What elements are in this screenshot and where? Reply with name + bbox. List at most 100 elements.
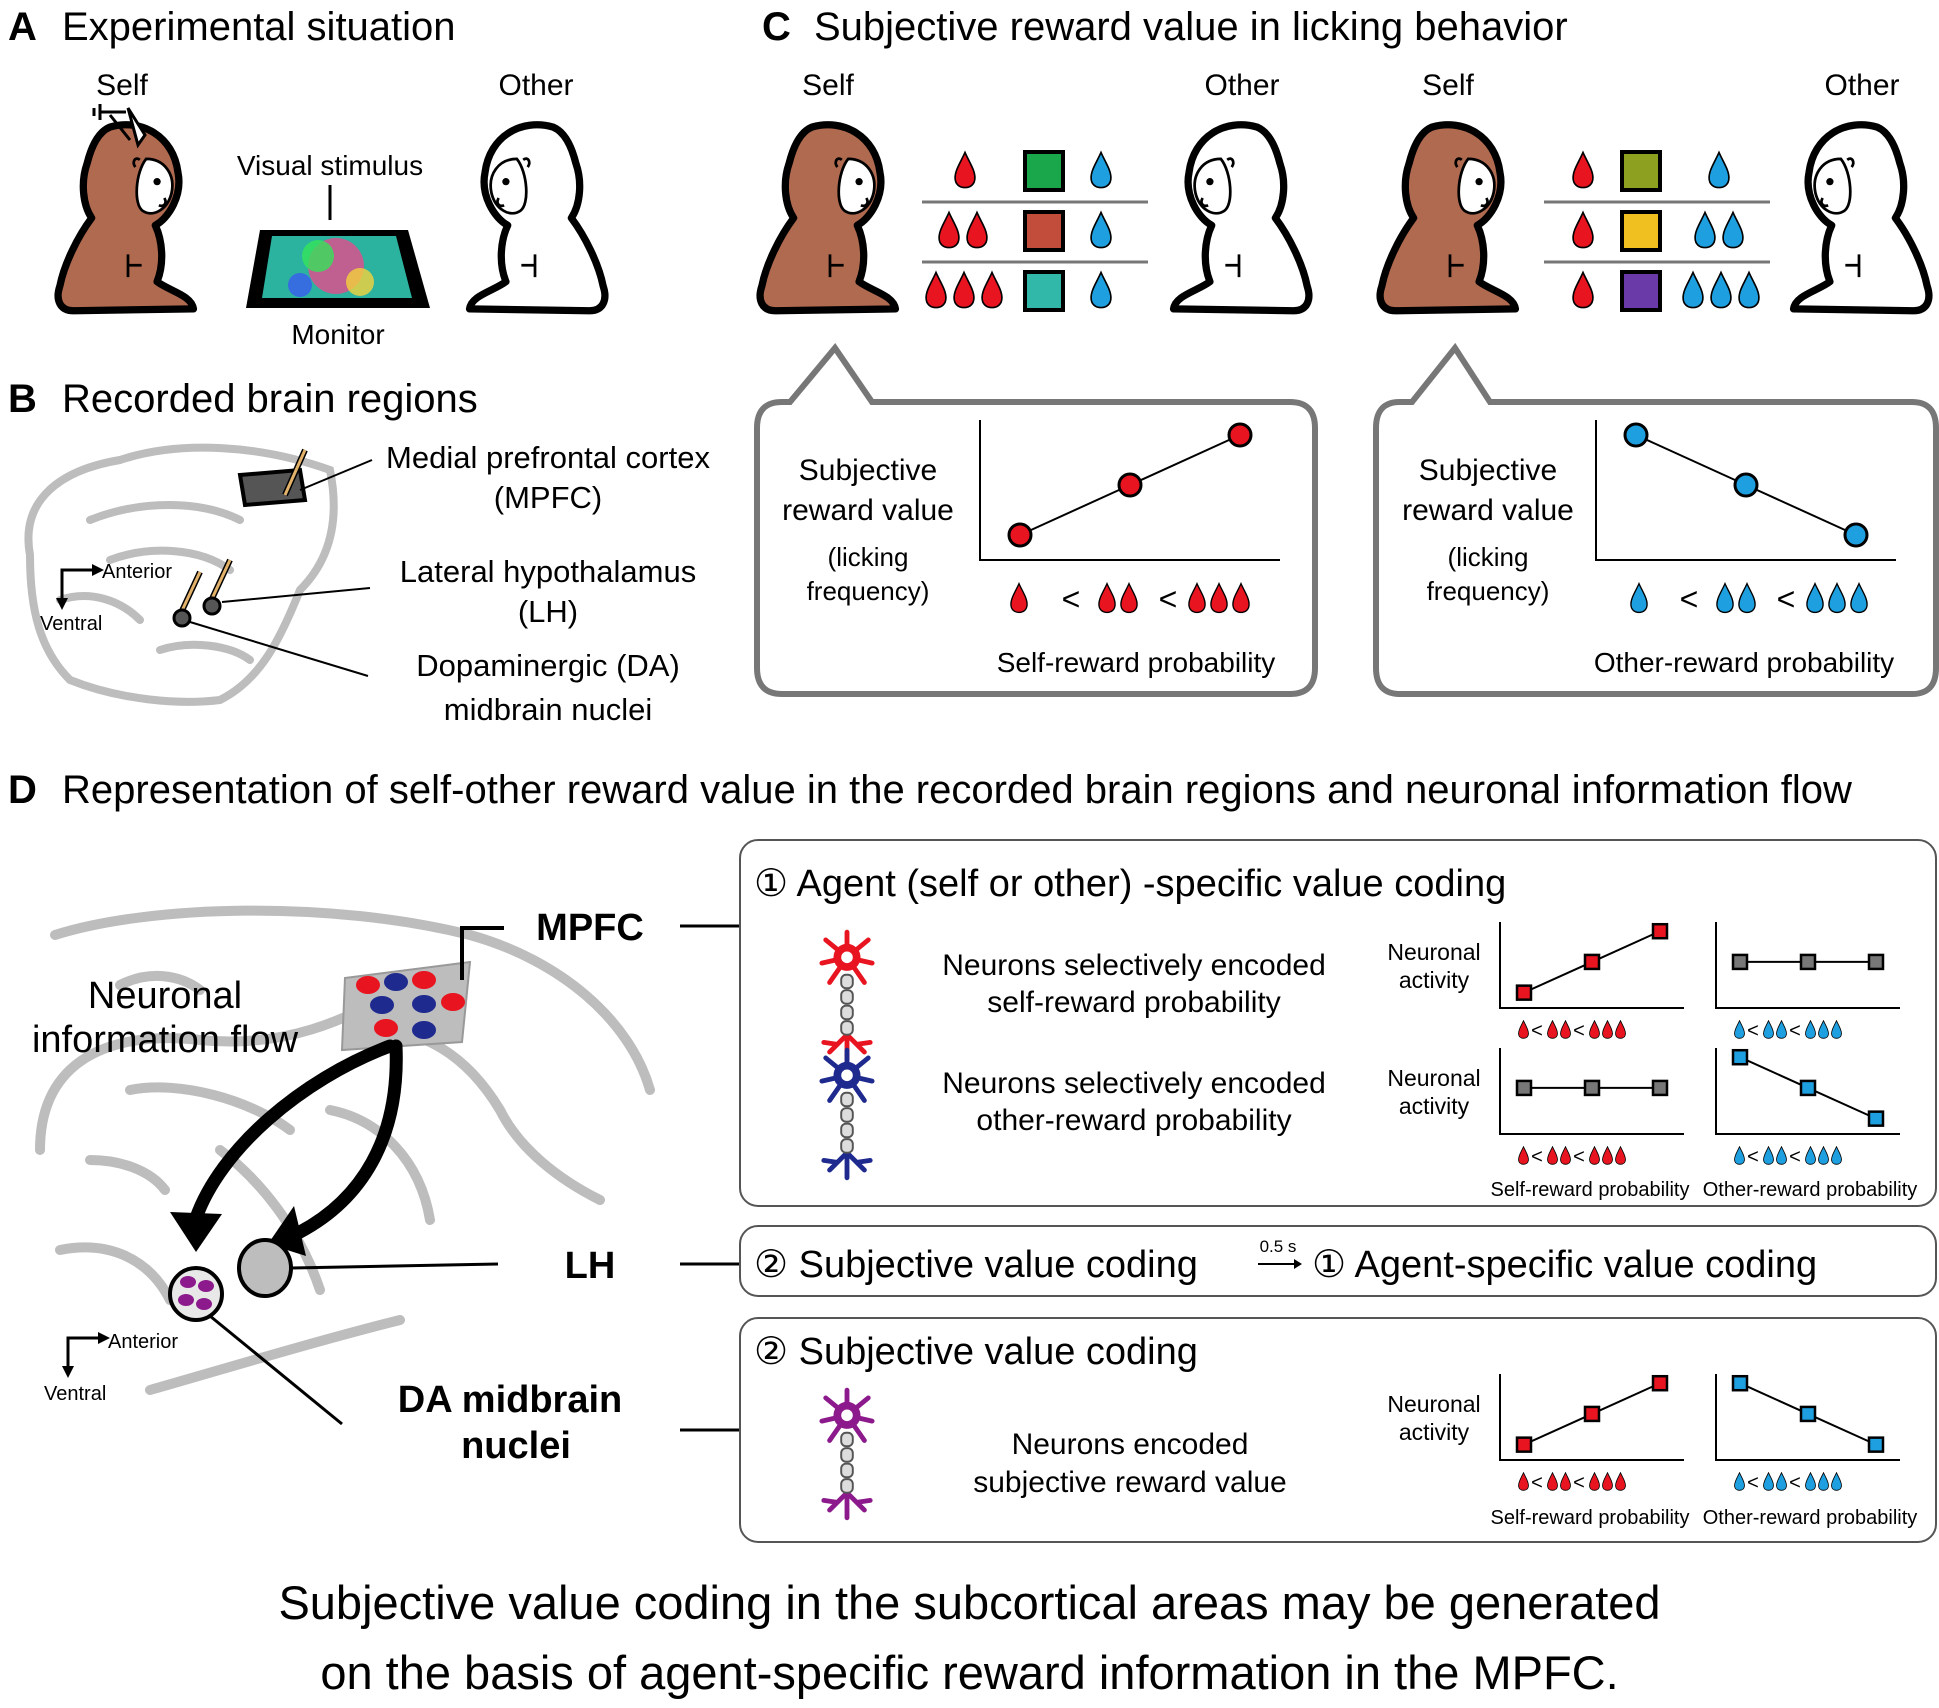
data-point bbox=[1731, 1374, 1749, 1392]
d-xaxis-drops: <<<<<<<< bbox=[1518, 1020, 1842, 1168]
neuronal-activity-3a: Neuronal bbox=[1387, 1391, 1480, 1417]
self-neuron-desc-1: Neurons selectively encoded bbox=[942, 949, 1326, 982]
c-right-xlabel: Other-reward probability bbox=[1594, 647, 1894, 678]
data-point bbox=[1651, 922, 1669, 940]
da-big-label-1: DA midbrain bbox=[398, 1379, 623, 1421]
subjective-coding-box bbox=[739, 1317, 1937, 1543]
electrode-icon bbox=[92, 104, 147, 149]
electrode-lh-icon bbox=[207, 558, 233, 605]
other-neuron-desc-2: other-reward probability bbox=[976, 1104, 1291, 1137]
data-point bbox=[1867, 1110, 1885, 1127]
data-point bbox=[1583, 953, 1601, 971]
axis-arrows-small bbox=[60, 568, 92, 600]
da-site-small bbox=[172, 608, 192, 628]
panel-d-title: Representation of self-other reward valu… bbox=[62, 768, 1852, 812]
da-large-leader bbox=[209, 1314, 343, 1426]
neuronal-activity-2b: activity bbox=[1399, 1093, 1470, 1119]
c-left-other-monkey-icon bbox=[1174, 125, 1309, 311]
c-right-line-chart bbox=[1595, 420, 1896, 561]
svg-text:<: < bbox=[1159, 581, 1178, 617]
conclusion-line-1: Subjective value coding in the subcortic… bbox=[278, 1576, 1661, 1629]
data-point bbox=[1515, 1436, 1533, 1453]
data-point bbox=[1515, 1079, 1533, 1097]
d-chart-other-other bbox=[1715, 1048, 1900, 1135]
d-chart-self-other bbox=[1715, 922, 1900, 1009]
d-chart-self-self bbox=[1499, 922, 1684, 1009]
da-label-1: Dopaminergic (DA) bbox=[416, 648, 680, 683]
neuronal-activity-3b: activity bbox=[1399, 1419, 1470, 1445]
c-left-other-label: Other bbox=[1204, 69, 1279, 102]
c-right-self-label: Self bbox=[1422, 69, 1474, 102]
visual-stimulus-label: Visual stimulus bbox=[237, 150, 423, 181]
d-xaxis-drops-2: <<<< bbox=[1518, 1472, 1842, 1494]
c-left-speech-bubble bbox=[754, 343, 1318, 697]
monitor-label: Monitor bbox=[291, 319, 384, 350]
data-point bbox=[1731, 953, 1749, 971]
lh-label-2: (LH) bbox=[518, 594, 578, 629]
mpfc-big-label: MPFC bbox=[536, 907, 644, 949]
data-point bbox=[1515, 984, 1533, 1001]
data-point bbox=[1731, 1048, 1749, 1066]
panel-a-title: Experimental situation bbox=[62, 5, 456, 49]
lh-coding-box bbox=[739, 1225, 1937, 1297]
panel-b-title: Recorded brain regions bbox=[62, 377, 478, 421]
neuronal-activity-1a: Neuronal bbox=[1387, 939, 1480, 965]
c-right-ylabel-1: Subjective bbox=[1419, 454, 1557, 487]
c-left-xaxis-drops: < < bbox=[1010, 581, 1250, 617]
data-point bbox=[1867, 1436, 1885, 1453]
box3-xlabel-self: Self-reward probability bbox=[1491, 1507, 1690, 1529]
c-left-line-chart bbox=[979, 420, 1280, 561]
agent-specific-title: ① Agent (self or other) -specific value … bbox=[754, 863, 1506, 905]
mpfc-leader bbox=[299, 459, 373, 491]
less-than-sign: < bbox=[1747, 1020, 1759, 1042]
chart-axes bbox=[1595, 420, 1896, 561]
data-point bbox=[1623, 422, 1649, 448]
mpfc-region-large bbox=[340, 960, 472, 1052]
panel-a-other-label: Other bbox=[498, 69, 573, 102]
subjective-neuron-desc-1: Neurons encoded bbox=[1012, 1428, 1249, 1461]
less-than-sign: < bbox=[1573, 1146, 1585, 1168]
subjective-neuron-desc-2: subjective reward value bbox=[973, 1466, 1287, 1499]
lh-label-1: Lateral hypothalamus bbox=[400, 554, 696, 589]
electrode-mpfc-icon bbox=[282, 448, 308, 497]
svg-text:<: < bbox=[1062, 581, 1081, 617]
conclusion-line-2: on the basis of agent-specific reward in… bbox=[320, 1646, 1619, 1699]
flow-label-2: information flow bbox=[32, 1019, 299, 1061]
chart-axes bbox=[1715, 1374, 1900, 1461]
self-neuron-desc-2: self-reward probability bbox=[987, 986, 1280, 1019]
neuronal-activity-1b: activity bbox=[1399, 967, 1470, 993]
less-than-sign: < bbox=[1789, 1020, 1801, 1042]
d-chart-subjective-self bbox=[1499, 1374, 1684, 1461]
svg-text:<: < bbox=[1680, 581, 1699, 617]
chart-axes bbox=[1499, 922, 1684, 1009]
data-point bbox=[1583, 1079, 1601, 1097]
brain-outline-small bbox=[24, 443, 338, 706]
box3-xlabel-other: Other-reward probability bbox=[1703, 1507, 1918, 1529]
chart-axes bbox=[1715, 922, 1900, 1009]
other-monkey-icon bbox=[470, 125, 605, 311]
anterior-label-large: Anterior bbox=[108, 1331, 178, 1353]
da-label-2: midbrain nuclei bbox=[444, 692, 653, 727]
lh-leader bbox=[221, 587, 371, 603]
panel-a-self-label: Self bbox=[96, 69, 148, 102]
c-left-xlabel: Self-reward probability bbox=[997, 647, 1276, 678]
c-right-speech-bubble bbox=[1373, 342, 1939, 697]
less-than-sign: < bbox=[1747, 1472, 1759, 1494]
box1-xlabel-other: Other-reward probability bbox=[1703, 1179, 1918, 1201]
mpfc-label-1: Medial prefrontal cortex bbox=[386, 440, 710, 475]
svg-text:<: < bbox=[1777, 581, 1796, 617]
data-point bbox=[1227, 422, 1253, 448]
less-than-sign: < bbox=[1531, 1020, 1543, 1042]
da-leader bbox=[189, 621, 369, 677]
lh-big-label: LH bbox=[565, 1245, 616, 1287]
data-point bbox=[1583, 1405, 1601, 1423]
c-left-ylabel-4: frequency) bbox=[807, 576, 930, 606]
less-than-sign: < bbox=[1747, 1146, 1759, 1168]
c-right-other-monkey-icon bbox=[1794, 125, 1929, 311]
c-right-ylabel: Subjective reward value (licking frequen… bbox=[1402, 454, 1574, 606]
data-point bbox=[1733, 472, 1759, 498]
c-left-reward-table bbox=[922, 150, 1148, 312]
panel-d-letter: D bbox=[8, 768, 37, 812]
data-point bbox=[1651, 1079, 1669, 1097]
